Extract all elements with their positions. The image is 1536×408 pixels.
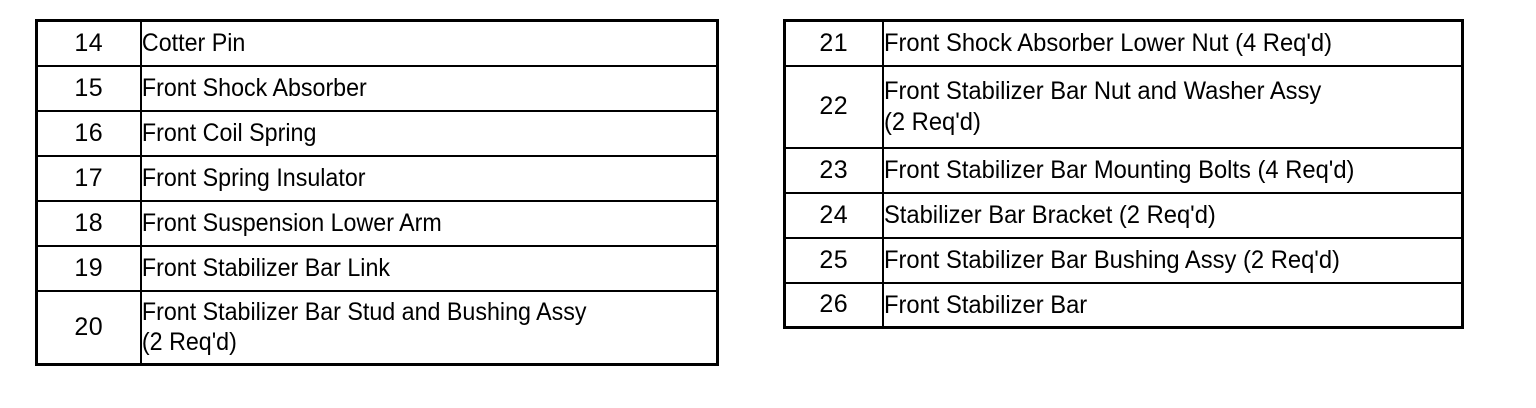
table-row: 19 Front Stabilizer Bar Link (36, 244, 718, 292)
description-line-2: (2 Req'd) (141, 328, 237, 357)
description-line-1: Front Stabilizer Bar Stud and Bushing As… (141, 297, 586, 326)
description-line-1: Cotter Pin (141, 29, 245, 57)
part-description-cell: Front Spring Insulator (139, 154, 678, 202)
item-number-cell: 25 (784, 236, 884, 284)
part-description-cell: Cotter Pin (139, 20, 678, 67)
item-number-cell: 21 (784, 20, 884, 67)
table-row: 25 Front Stabilizer Bar Bushing Assy (2 … (784, 236, 1463, 284)
table-row: 20 Front Stabilizer Bar Stud and Bushing… (36, 289, 718, 365)
part-description-cell: Front Shock Absorber (139, 64, 678, 112)
item-number-cell: 14 (36, 20, 142, 67)
table-row: 23 Front Stabilizer Bar Mounting Bolts (… (784, 146, 1463, 194)
table-row: 22 Front Stabilizer Bar Nut and Washer A… (784, 64, 1463, 149)
part-description-cell: Front Stabilizer Bar Bushing Assy (2 Req… (881, 236, 1434, 284)
part-description-cell: Front Suspension Lower Arm (139, 199, 678, 247)
item-number-cell: 26 (784, 281, 884, 328)
table-row: 26 Front Stabilizer Bar (784, 281, 1463, 328)
part-description-cell: Front Stabilizer Bar Nut and Washer Assy… (881, 64, 1434, 149)
description-line-1: Front Suspension Lower Arm (141, 208, 442, 237)
part-description-cell: Front Shock Absorber Lower Nut (4 Req'd) (881, 20, 1434, 67)
part-description-cell: Front Stabilizer Bar Stud and Bushing As… (139, 289, 678, 365)
part-description-cell: Front Stabilizer Bar (881, 281, 1434, 328)
parts-table-right: 21 Front Shock Absorber Lower Nut (4 Req… (783, 19, 1464, 329)
description-line-1: Front Stabilizer Bar Bushing Assy (2 Req… (883, 245, 1340, 274)
table-row: 21 Front Shock Absorber Lower Nut (4 Req… (784, 20, 1463, 67)
item-number-cell: 18 (36, 199, 142, 247)
part-description-cell: Front Stabilizer Bar Mounting Bolts (4 R… (881, 146, 1434, 194)
item-number-cell: 24 (784, 191, 884, 239)
item-number-cell: 23 (784, 146, 884, 194)
part-description-cell: Front Stabilizer Bar Link (139, 244, 678, 292)
table-row: 16 Front Coil Spring (36, 109, 718, 157)
table-row: 17 Front Spring Insulator (36, 154, 718, 202)
table-row: 15 Front Shock Absorber (36, 64, 718, 112)
item-number-cell: 22 (784, 64, 884, 149)
parts-table-left: 14 Cotter Pin 15 Front Shock Absorber 16… (35, 19, 719, 366)
item-number-cell: 15 (36, 64, 142, 112)
part-description-cell: Stabilizer Bar Bracket (2 Req'd) (881, 191, 1434, 239)
table-row: 18 Front Suspension Lower Arm (36, 199, 718, 247)
item-number-cell: 19 (36, 244, 142, 292)
description-line-1: Front Spring Insulator (141, 163, 366, 192)
table-row: 14 Cotter Pin (36, 20, 718, 67)
part-description-cell: Front Coil Spring (139, 109, 678, 157)
description-line-1: Front Stabilizer Bar (883, 290, 1087, 319)
description-line-1: Front Coil Spring (141, 118, 316, 147)
description-line-1: Stabilizer Bar Bracket (2 Req'd) (883, 200, 1216, 229)
item-number-cell: 17 (36, 154, 142, 202)
item-number-cell: 20 (36, 289, 142, 365)
description-line-1: Front Stabilizer Bar Link (141, 253, 390, 282)
description-line-2: (2 Req'd) (883, 107, 981, 136)
table-row: 24 Stabilizer Bar Bracket (2 Req'd) (784, 191, 1463, 239)
description-line-1: Front Shock Absorber (141, 73, 367, 102)
item-number-cell: 16 (36, 109, 142, 157)
description-line-1: Front Stabilizer Bar Mounting Bolts (4 R… (883, 155, 1354, 184)
description-line-1: Front Stabilizer Bar Nut and Washer Assy (883, 77, 1321, 105)
description-line-1: Front Shock Absorber Lower Nut (4 Req'd) (883, 29, 1332, 57)
